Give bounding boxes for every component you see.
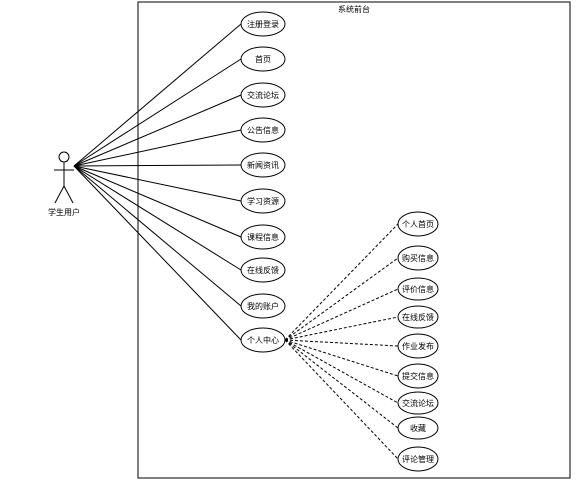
use-case-label: 学习资源 [247, 196, 279, 206]
actor-left-leg [54, 185, 65, 204]
use-case-ellipse [397, 391, 439, 415]
use-case-my-account: 我的账户 [240, 293, 286, 319]
sub-use-case-favorites: 收藏 [397, 416, 439, 440]
use-case-ellipse [240, 82, 286, 108]
dashed-relation [284, 257, 399, 341]
dashed-relation [284, 288, 399, 341]
use-case-label: 首页 [255, 54, 271, 64]
association-line [73, 58, 242, 167]
use-case-course-info: 课程信息 [240, 224, 286, 250]
use-case-ellipse [397, 305, 439, 329]
use-case-label: 公告信息 [247, 125, 279, 135]
sub-use-case-personal-home: 个人首页 [397, 211, 439, 237]
sub-use-case-evaluation-info: 评价信息 [397, 277, 439, 301]
use-case-label: 评论管理 [402, 454, 434, 464]
use-case-label: 新闻资讯 [247, 160, 279, 170]
use-case-label: 提交信息 [402, 371, 434, 381]
dashed-relation [284, 339, 399, 460]
sub-use-case-purchase-info: 购买信息 [397, 245, 439, 271]
use-case-online-feedback: 在线反馈 [240, 257, 286, 283]
sub-relations [284, 223, 399, 460]
use-case-register-login: 注册登录 [240, 11, 286, 37]
use-case-ellipse [240, 188, 286, 214]
association-line [73, 164, 242, 167]
use-case-ellipse [397, 416, 439, 440]
association-line [73, 165, 242, 271]
use-case-label: 我的账户 [247, 301, 279, 311]
use-case-ellipse [397, 363, 439, 389]
use-case-label: 课程信息 [247, 232, 279, 242]
use-case-announcement: 公告信息 [240, 117, 286, 143]
system-boundary [137, 1, 571, 479]
use-case-ellipse [240, 224, 286, 250]
use-case-label: 购买信息 [402, 253, 434, 263]
dashed-relation [284, 339, 399, 347]
use-case-forum: 交流论坛 [240, 82, 286, 108]
use-case-ellipse [397, 211, 439, 237]
sub-use-case-comment-management: 评论管理 [397, 446, 439, 472]
use-case-ellipse [240, 327, 286, 353]
use-case-news: 新闻资讯 [240, 152, 286, 178]
use-case-label: 收藏 [410, 423, 426, 433]
system-title: 系统前台 [338, 4, 370, 14]
sub-use-case-forum: 交流论坛 [397, 391, 439, 415]
association-line [73, 94, 242, 167]
use-case-ellipse [397, 446, 439, 472]
dashed-relation [284, 339, 399, 404]
use-case-ellipse [240, 11, 286, 37]
actor-student: 学生用户 [48, 151, 80, 217]
actor-head [58, 151, 70, 163]
association-line [73, 23, 242, 167]
dashed-relation [284, 223, 399, 341]
use-case-ellipse [240, 152, 286, 178]
use-case-label: 作业发布 [402, 341, 434, 351]
use-case-ellipse [240, 257, 286, 283]
association-line [73, 165, 242, 341]
use-case-label: 个人中心 [247, 335, 279, 345]
dashed-relation [284, 316, 399, 341]
sub-use-case-submit-info: 提交信息 [397, 363, 439, 389]
use-case-label: 交流论坛 [402, 398, 434, 408]
use-case-learning-resources: 学习资源 [240, 188, 286, 214]
use-case-ellipse [397, 333, 439, 359]
use-case-label: 评价信息 [402, 284, 434, 294]
use-case-ellipse [397, 277, 439, 301]
use-case-label: 在线反馈 [402, 312, 434, 322]
use-case-ellipse [240, 117, 286, 143]
use-case-label: 注册登录 [247, 19, 279, 29]
use-case-personal-center: 个人中心 [240, 327, 286, 353]
use-case-ellipse [397, 245, 439, 271]
use-case-ellipse [240, 46, 286, 72]
use-case-label: 交流论坛 [247, 90, 279, 100]
use-case-label: 在线反馈 [247, 265, 279, 275]
sub-use-case-online-feedback: 在线反馈 [397, 305, 439, 329]
actor-right-leg [63, 185, 74, 204]
associations [73, 23, 242, 341]
association-line [73, 165, 242, 238]
sub-use-case-homework-publish: 作业发布 [397, 333, 439, 359]
actor-label: 学生用户 [48, 207, 80, 217]
association-line [73, 165, 242, 307]
association-line [73, 165, 242, 202]
use-case-ellipse [240, 293, 286, 319]
dashed-relation [284, 339, 399, 429]
use-case-label: 个人首页 [402, 219, 434, 229]
use-case-home: 首页 [240, 46, 286, 72]
association-line [73, 129, 242, 167]
